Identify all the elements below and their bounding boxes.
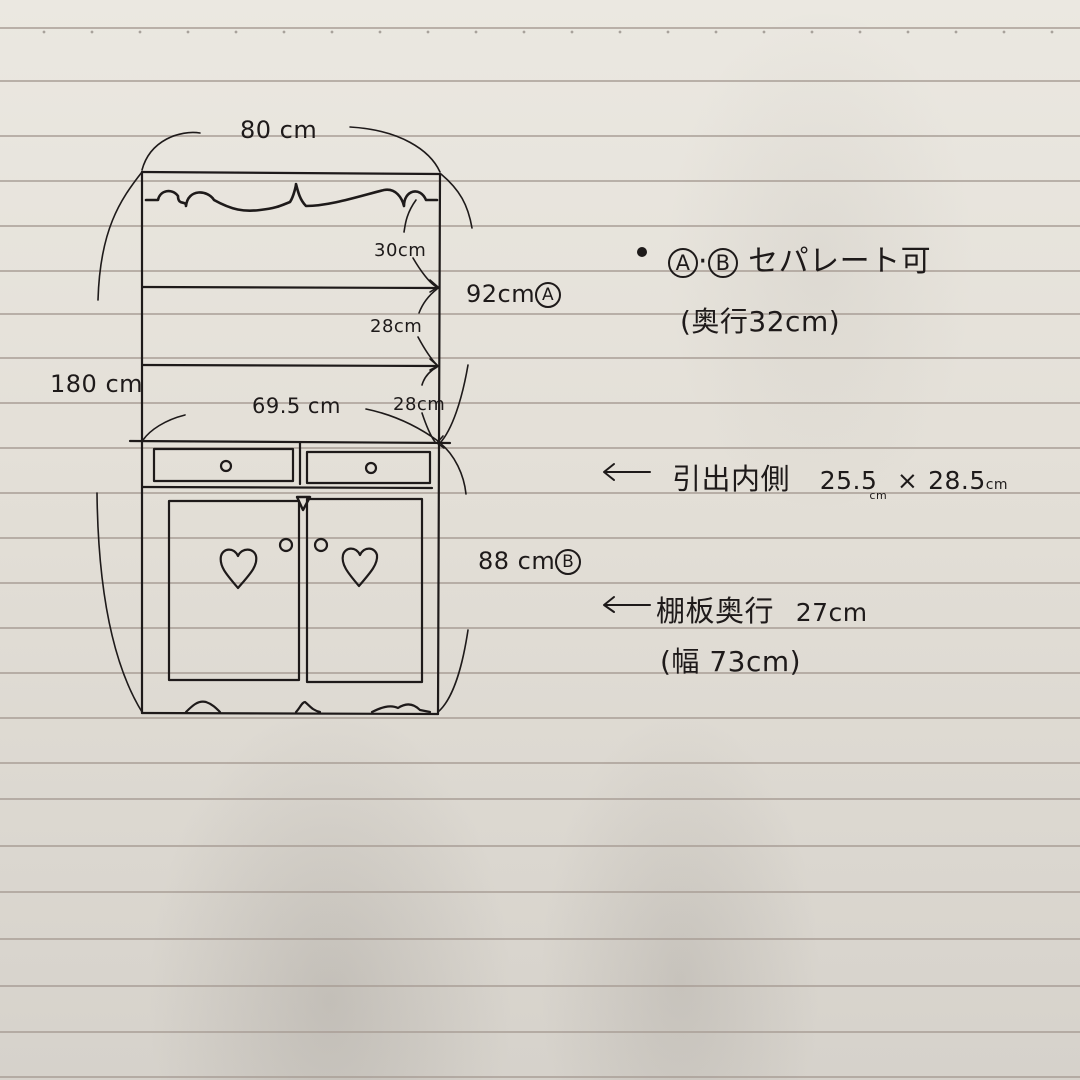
label-shelf-28b: 28cm <box>393 394 446 415</box>
note-marker-b: B <box>708 247 739 278</box>
note-depth-32: (奥行32cm) <box>680 305 841 338</box>
bracket-695-left <box>142 414 186 441</box>
ruled-line <box>0 627 1080 629</box>
note-separable: A·B セパレート可 <box>668 236 931 280</box>
bracket-30-bottom <box>412 257 438 288</box>
drawer-inside-width-unit: cm <box>869 489 888 502</box>
drawer-inside-depth-unit: cm <box>985 477 1009 493</box>
door-knob-left <box>278 537 294 553</box>
lower-height-value: 88 cm <box>478 547 556 575</box>
drawer-inside-depth: 28.5 <box>928 466 986 495</box>
arrowheads <box>429 279 445 449</box>
drawer-inside-width: 25.5 <box>819 466 878 495</box>
door-knob-right <box>313 537 329 553</box>
ruled-line <box>0 1031 1080 1033</box>
label-total-width: 80 cm <box>240 116 318 144</box>
ruled-line <box>0 985 1080 987</box>
bullet-dot <box>637 247 647 257</box>
drawer-inside-label: 引出内側 <box>672 462 791 496</box>
ruled-line <box>0 357 1080 359</box>
note-shelf-width: (幅 73cm) <box>660 645 802 678</box>
note-separable-text: セパレート可 <box>748 244 932 279</box>
bracket-92-bottom <box>439 364 469 444</box>
ruled-line <box>0 762 1080 764</box>
bracket-92-top <box>440 173 473 229</box>
ruled-line <box>0 891 1080 893</box>
ruled-line <box>0 27 1080 29</box>
note-marker-a: A <box>668 247 698 278</box>
drawer-knob-right <box>364 461 378 475</box>
ruled-line <box>0 537 1080 539</box>
ruled-line <box>0 798 1080 800</box>
door-latch <box>295 495 312 512</box>
bracket-30-top <box>403 199 417 233</box>
label-total-height: 180 cm <box>50 370 144 398</box>
ruled-line <box>0 180 1080 182</box>
shelf-depth-label: 棚板奥行 <box>656 594 775 628</box>
ruled-line <box>0 225 1080 227</box>
label-shelf-30: 30cm <box>374 240 427 261</box>
crown-scallop <box>144 182 439 212</box>
bracket-88-bottom <box>437 629 469 713</box>
ruled-line <box>0 672 1080 674</box>
drawer-left <box>152 447 295 483</box>
bracket-695-right <box>365 408 439 442</box>
doors <box>167 495 424 684</box>
heart-right <box>341 547 379 588</box>
ruled-line <box>0 1076 1080 1078</box>
drawers <box>152 441 432 486</box>
ruled-line <box>0 80 1080 82</box>
note-arrows <box>603 463 651 613</box>
upper-height-value: 92cm <box>466 280 536 308</box>
shelves <box>128 285 452 490</box>
ruled-line <box>0 447 1080 449</box>
bracket-80-right <box>349 126 441 173</box>
bracket-88-top <box>439 442 467 495</box>
label-shelf-28a: 28cm <box>370 316 423 337</box>
shelf-depth-value: 27cm <box>795 598 868 627</box>
ruled-line <box>0 492 1080 494</box>
ruled-line <box>0 938 1080 940</box>
ruled-line <box>0 582 1080 584</box>
door-left <box>167 499 301 682</box>
ruled-line <box>0 135 1080 137</box>
bracket-180-top <box>97 171 143 301</box>
note-separator: · <box>698 244 709 279</box>
heart-left <box>219 548 258 590</box>
bracket-180-bottom <box>96 492 143 713</box>
bracket-28a-top <box>418 288 438 314</box>
note-shelf-depth: 棚板奥行 27cm <box>656 588 868 630</box>
ruled-line <box>0 845 1080 847</box>
drawer-right <box>305 450 432 485</box>
ruled-line <box>0 402 1080 404</box>
dimension-brackets <box>96 126 473 713</box>
ruled-line <box>0 270 1080 272</box>
bracket-28b-bottom <box>421 412 436 443</box>
marker-a: A <box>535 282 562 308</box>
times-sign: × <box>896 466 919 495</box>
ruled-line <box>0 717 1080 719</box>
drawer-knob-left <box>219 459 233 473</box>
door-right <box>305 497 424 684</box>
note-drawer-inside: 引出内側 25.5cm × 28.5cm <box>672 456 1009 502</box>
ruled-line <box>0 313 1080 315</box>
bracket-80-left <box>141 131 201 171</box>
bracket-28a-bottom <box>417 336 438 366</box>
paper-dot-row <box>0 30 1080 34</box>
base-scallops <box>184 700 432 714</box>
marker-b: B <box>555 549 582 575</box>
label-inner-width: 69.5 cm <box>252 394 341 418</box>
